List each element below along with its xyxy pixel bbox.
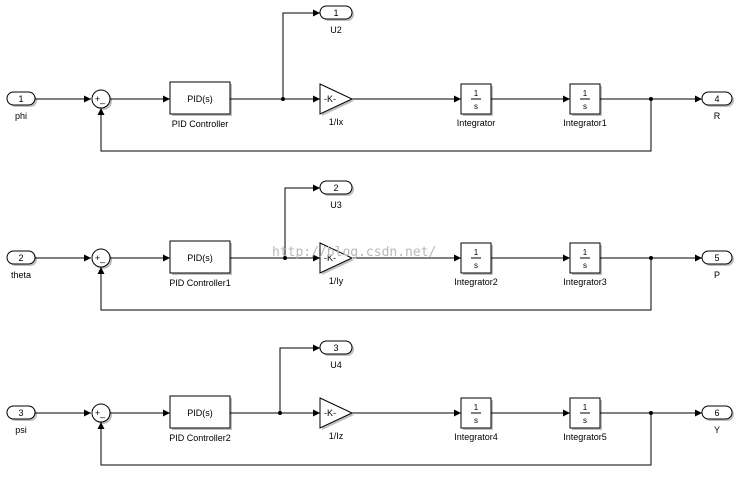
inport-number: 1 (18, 94, 23, 104)
integrator-label: Integrator1 (563, 118, 607, 128)
u-outport-label: U2 (330, 25, 342, 35)
outport-label: R (714, 111, 721, 121)
integrator-denominator: s (474, 102, 478, 111)
integrator-numerator: 1 (583, 89, 588, 98)
integrator-numerator: 1 (474, 403, 479, 412)
outport-number: 6 (714, 408, 719, 418)
pid-text: PID(s) (187, 408, 213, 418)
inport-number: 3 (18, 408, 23, 418)
integrator-denominator: s (583, 416, 587, 425)
integrator-denominator: s (474, 416, 478, 425)
wire-feedback (97, 99, 652, 152)
inport-label: theta (11, 270, 31, 280)
outport-number: 5 (714, 253, 719, 263)
pid-label: PID Controller1 (169, 278, 231, 288)
integrator-denominator: s (474, 261, 478, 270)
integrator-label: Integrator (457, 118, 496, 128)
pid-controller-block[interactable] (169, 395, 231, 429)
gain-label: 1/Iz (329, 431, 344, 441)
gain-label: 1/Iy (329, 276, 344, 286)
sum-signs: +_ (95, 253, 106, 263)
outport-number: 4 (714, 94, 719, 104)
wire-feedback (97, 258, 652, 311)
branch-dot (281, 97, 285, 101)
pid-controller-block[interactable] (169, 240, 231, 274)
integrator-label: Integrator5 (563, 432, 607, 442)
gain-text: -K- (324, 94, 336, 104)
pid-controller-block[interactable] (169, 81, 231, 115)
integrator-label: Integrator3 (563, 277, 607, 287)
integrator-numerator: 1 (474, 89, 479, 98)
u-outport-number: 2 (333, 183, 338, 193)
sum-signs: +_ (95, 94, 106, 104)
integrator-numerator: 1 (583, 403, 588, 412)
gain-text: -K- (324, 253, 336, 263)
outport-label: P (714, 270, 720, 280)
u-outport-label: U4 (330, 360, 342, 370)
integrator-denominator: s (583, 102, 587, 111)
integrator-label: Integrator4 (454, 432, 498, 442)
integrator-label: Integrator2 (454, 277, 498, 287)
u-outport-label: U3 (330, 200, 342, 210)
watermark-text: http://blog.csdn.net/ (272, 245, 436, 260)
wire-feedback (97, 413, 652, 466)
outport-label: Y (714, 425, 720, 435)
pid-text: PID(s) (187, 253, 213, 263)
integrator-numerator: 1 (474, 248, 479, 257)
u-outport-number: 3 (333, 343, 338, 353)
wire-branch-to-u (279, 344, 320, 413)
integrator-numerator: 1 (583, 248, 588, 257)
gain-label: 1/Ix (329, 117, 344, 127)
branch-dot (278, 411, 282, 415)
gain-text: -K- (324, 408, 336, 418)
pid-label: PID Controller (172, 119, 229, 129)
u-outport-number: 1 (333, 8, 338, 18)
pid-label: PID Controller2 (169, 433, 231, 443)
wire-branch-to-u (282, 9, 320, 99)
inport-number: 2 (18, 253, 23, 263)
branch-dot (283, 256, 287, 260)
pid-text: PID(s) (187, 94, 213, 104)
inport-label: psi (15, 425, 27, 435)
inport-label: phi (15, 111, 27, 121)
sum-signs: +_ (95, 408, 106, 418)
integrator-denominator: s (583, 261, 587, 270)
wire-branch-to-u (284, 184, 320, 258)
